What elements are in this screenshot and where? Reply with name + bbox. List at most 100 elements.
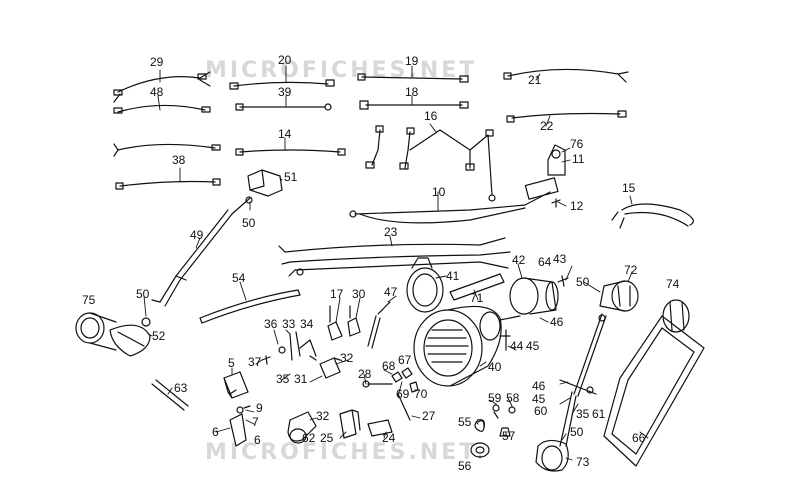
label-31: 31 [294,372,308,386]
label-19: 19 [405,54,419,68]
ring-41 [406,257,444,313]
label-16: 16 [424,109,438,123]
label-32-b: 32 [316,409,330,423]
label-69: 69 [396,387,410,401]
label-41: 41 [446,269,460,283]
label-36: 36 [264,317,278,331]
label-30: 30 [352,287,366,301]
label-47: 47 [384,285,398,299]
label-45-b: 45 [532,392,546,406]
label-50-c: 50 [576,275,590,289]
wire-48 [113,104,211,114]
label-34: 34 [300,317,314,331]
label-5: 5 [228,356,235,370]
clip-33-34 [278,331,301,361]
label-55: 55 [458,415,472,429]
headlight-40 [413,305,521,387]
label-15: 15 [622,181,636,195]
lamp-75 [75,312,117,351]
label-59: 59 [488,391,502,405]
label-54: 54 [232,271,246,285]
switch-25 [339,409,361,439]
bracket-49 [151,209,233,307]
label-7: 7 [252,415,259,429]
lamp-73 [535,439,569,472]
switch-5 [223,371,249,399]
label-28: 28 [358,367,372,381]
wire-39 [235,103,332,111]
label-68: 68 [382,359,396,373]
label-66: 66 [632,431,646,445]
wire-21 [503,68,629,83]
label-57: 57 [502,429,516,443]
label-61: 61 [592,407,606,421]
label-71: 71 [470,291,484,305]
lamp-51 [231,169,283,215]
wire-14 [113,143,346,157]
label-35: 35 [276,372,290,386]
label-44: 44 [510,339,524,353]
bulb-57 [499,427,511,437]
label-74: 74 [666,277,680,291]
clip-59-58 [492,404,516,419]
leader-lines [143,65,649,461]
label-42: 42 [512,253,526,267]
bracket-11-76 [547,144,566,176]
wire-23 [278,237,511,277]
part-30 [347,305,361,337]
label-40: 40 [488,360,502,374]
watermark-bottom: MICROFICHES.NET [205,440,478,465]
label-39: 39 [278,85,292,99]
label-21: 21 [528,73,542,87]
rod-63 [151,379,189,411]
tube-54 [199,289,301,324]
lamp-72 [599,280,639,312]
lamp-74 [662,299,690,333]
horn-52 [109,317,151,357]
wire-10 [349,177,559,224]
label-29: 29 [150,55,164,69]
screw-43-64 [557,275,569,287]
wire-18 [359,100,469,110]
wire-16 [365,125,496,202]
label-35-b: 35 [576,407,590,421]
label-37: 37 [248,355,262,369]
label-24: 24 [382,431,396,445]
bolt-28 [362,380,393,388]
label-52: 52 [152,329,166,343]
nut-56 [470,442,490,458]
label-38: 38 [172,153,186,167]
wire-20 [229,79,335,90]
label-14: 14 [278,127,292,141]
strip-71 [449,273,505,301]
label-67: 67 [398,353,412,367]
label-32-a: 32 [340,351,354,365]
label-18: 18 [405,85,419,99]
label-43: 43 [553,252,567,266]
connector-67-70 [391,367,419,421]
label-46-b: 46 [532,379,546,393]
label-64: 64 [538,255,552,269]
wire-19 [357,73,469,83]
wire-38 [115,178,221,190]
bolt-44-45 [499,329,511,351]
label-62: 62 [302,431,316,445]
label-76: 76 [570,137,584,151]
label-51: 51 [284,170,298,184]
relay-24 [367,419,393,437]
label-49: 49 [190,228,204,242]
label-17: 17 [330,287,344,301]
label-27: 27 [422,409,436,423]
label-48: 48 [150,85,164,99]
screw-12 [551,198,561,208]
spring-55 [474,419,485,432]
wire-29 [113,71,211,103]
label-70: 70 [414,387,428,401]
label-46-a: 46 [550,315,564,329]
label-6-b: 6 [254,433,261,447]
label-12: 12 [570,199,584,213]
label-25: 25 [320,431,334,445]
ring-42 [509,277,559,315]
label-22: 22 [540,119,554,133]
